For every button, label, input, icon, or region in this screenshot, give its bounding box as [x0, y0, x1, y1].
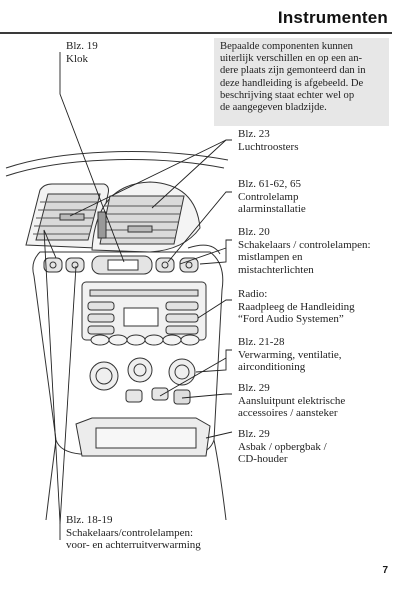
callout-page: Blz. 21-28 — [238, 336, 285, 348]
header-bar: Instrumenten — [0, 6, 392, 34]
callout-socket: Blz. 29 Aansluitpunt elektrische accesso… — [238, 382, 345, 420]
callout-page: Blz. 19 — [66, 40, 98, 52]
callout-text: Schakelaars/controlelampen: — [66, 526, 194, 539]
callout-text: alarminstallatie — [238, 203, 306, 215]
notice-line: beschrijving staat echter wel op — [220, 89, 355, 101]
callout-text: mistlampen en — [238, 251, 303, 263]
callout-clock: Blz. 19 Klok — [66, 40, 98, 65]
callout-text: voor- en achterruitverwarming — [66, 539, 201, 551]
notice-line: Bepaalde componenten kunnen — [220, 41, 353, 52]
callout-text: mistachterlichten — [238, 263, 314, 276]
notice-line: deze handleiding is afgebeeld. De — [220, 77, 364, 89]
callout-text: airconditioning — [238, 361, 306, 373]
callout-page: Blz. 18-19 — [66, 514, 113, 526]
callout-text: Asbak / opbergbak / — [238, 440, 327, 453]
callout-climate: Blz. 21-28 Verwarming, ventilatie, airco… — [238, 336, 342, 374]
callout-vents: Blz. 23 Luchtroosters — [238, 128, 298, 153]
notice-line: uiterlijk verschillen en op een an- — [220, 53, 363, 65]
callout-ashtray: Blz. 29 Asbak / opbergbak / CD-houder — [238, 428, 327, 466]
callout-text: Aansluitpunt elektrische — [238, 394, 346, 407]
notice-line: dere plaats zijn gemonteerd dan in — [220, 65, 366, 77]
notice-line: de aangegeven bladzijde. — [220, 102, 327, 114]
callout-text: Luchtroosters — [238, 140, 299, 153]
callout-rear-heating: Blz. 18-19 Schakelaars/controlelampen: v… — [66, 514, 201, 552]
callout-text: “Ford Audio Systemen” — [238, 313, 344, 325]
callout-text: CD-houder — [238, 453, 288, 465]
callout-text: Controlelamp — [238, 190, 299, 203]
callout-page: Blz. 29 — [238, 428, 270, 440]
callout-fog: Blz. 20 Schakelaars / controlelampen: mi… — [238, 226, 371, 276]
callout-page: Radio: — [238, 288, 268, 300]
callout-hazard: Blz. 61-62, 65 Controlelamp alarminstall… — [238, 178, 306, 216]
page-title: Instrumenten — [277, 8, 388, 27]
callout-page: Blz. 61-62, 65 — [238, 178, 301, 190]
notice-box: Bepaalde componenten kunnen uiterlijk ve… — [214, 38, 389, 126]
callout-text: Raadpleeg de Handleiding — [238, 300, 355, 313]
callout-page: Blz. 29 — [238, 382, 270, 394]
page-number: 7 — [382, 565, 388, 576]
callout-page: Blz. 23 — [238, 128, 270, 140]
callout-page: Blz. 20 — [238, 226, 270, 238]
callout-text: accessoires / aansteker — [238, 407, 338, 419]
callout-text: Klok — [66, 52, 88, 65]
callout-text: Verwarming, ventilatie, — [238, 348, 342, 361]
callout-radio: Radio: Raadpleeg de Handleiding “Ford Au… — [238, 288, 355, 326]
callout-text: Schakelaars / controlelampen: — [238, 238, 371, 251]
